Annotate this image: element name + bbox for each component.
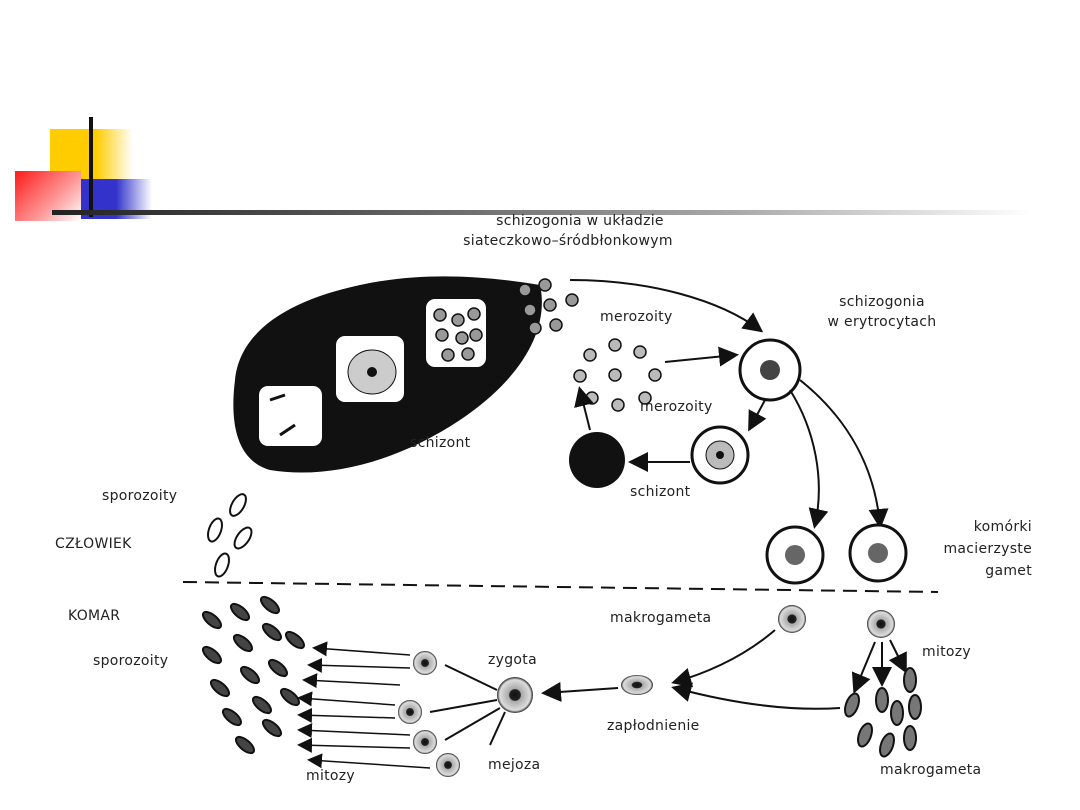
label-schizont-liver: schizont — [410, 435, 471, 451]
label-mitozy-right: mitozy — [922, 644, 972, 660]
title-line-1: schizogonia w układzie — [496, 213, 664, 229]
hepatocyte — [257, 384, 324, 448]
label-sporozoity-mosquito: sporozoity — [93, 653, 169, 669]
label-czlowiek: CZŁOWIEK — [55, 536, 132, 552]
label-zygota: zygota — [488, 652, 537, 668]
fertilization-cell — [621, 675, 653, 695]
label-mitozy-left: mitozy — [306, 768, 356, 784]
label-sporozoity-human: sporozoity — [102, 488, 178, 504]
zygote — [497, 677, 533, 713]
label-makrogameta-bottom: makrogameta — [880, 762, 982, 778]
erythrocyte-schizont — [569, 432, 625, 488]
label-mejoza: mejoza — [488, 757, 541, 773]
label-schizogonia-ery-2: w erytrocytach — [827, 314, 937, 330]
label-schizont-ery: schizont — [630, 484, 691, 500]
label-merozoity-mid: merozoity — [640, 399, 713, 415]
label-zaplodnienie: zapłodnienie — [607, 718, 700, 734]
label-makrogameta-top: makrogameta — [610, 610, 712, 626]
title-line-2: siateczkowo–śródbłonkowym — [463, 233, 673, 249]
decor-title-underline — [52, 210, 1032, 215]
label-merozoity-top: merozoity — [600, 309, 673, 325]
label-schizogonia-ery-1: schizogonia — [839, 294, 925, 310]
label-komorki-1: komórki — [973, 519, 1032, 535]
label-komar: KOMAR — [68, 608, 121, 624]
label-komorki-3: gamet — [985, 563, 1032, 579]
decor-vertical-line — [89, 117, 93, 217]
label-komorki-2: macierzyste — [943, 541, 1032, 557]
host-divider — [182, 581, 939, 593]
